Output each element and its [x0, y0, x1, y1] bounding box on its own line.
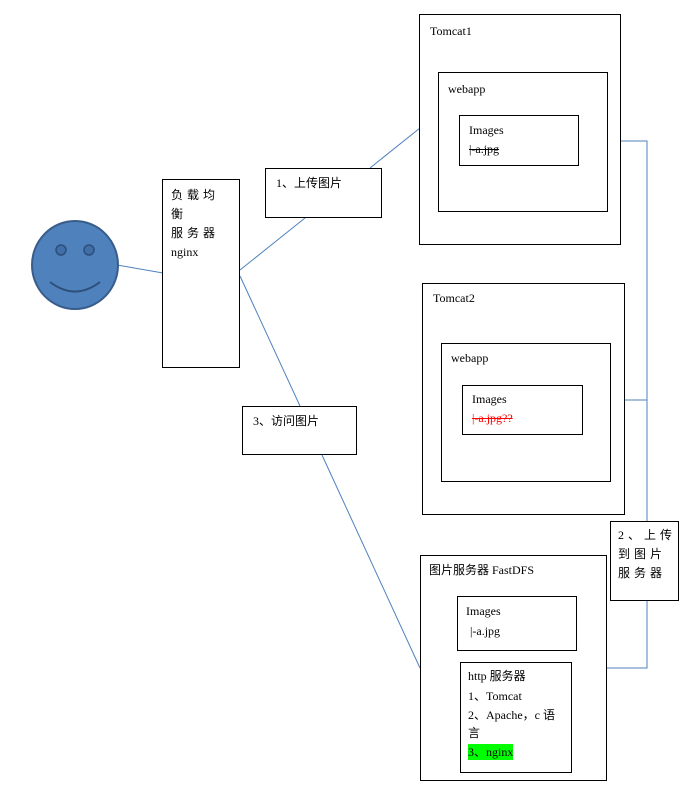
step3-access-box[interactable]: 3、访问图片 — [242, 406, 357, 455]
fastdfs-server-box[interactable]: 图片服务器 FastDFS Images |-a.jpg http 服务器 1、… — [420, 555, 607, 781]
tomcat1-box[interactable]: Tomcat1 webapp Images |-a.jpg — [419, 14, 621, 245]
step2-line1: 2、上传 — [618, 528, 677, 542]
tomcat1-webapp-label: webapp — [448, 82, 486, 96]
step3-label: 3、访问图片 — [253, 414, 320, 428]
fastdfs-title: 图片服务器 FastDFS — [429, 563, 535, 577]
step2-line3: 服务器 — [618, 566, 667, 580]
step2-line2: 到图片 — [618, 547, 667, 561]
step2-label: 2、上传 到图片 服务器 — [618, 526, 678, 583]
fastdfs-images-label: Images — [466, 604, 501, 618]
lb-to-step3-line — [239, 275, 301, 407]
tomcat1-images-label: Images — [469, 123, 504, 137]
fastdfs-images-box[interactable]: Images |-a.jpg — [457, 596, 577, 651]
sync-line-fastdfs — [607, 601, 648, 669]
load-balancer-label: 负载均衡 服务器 nginx — [171, 186, 233, 262]
user-to-lb-line — [116, 264, 164, 274]
step2-upload-box[interactable]: 2、上传 到图片 服务器 — [610, 521, 679, 601]
tomcat1-webapp-box[interactable]: webapp Images |-a.jpg — [438, 72, 608, 212]
fastdfs-file: |-a.jpg — [470, 624, 501, 638]
http-server-title: http 服务器 — [468, 669, 526, 683]
smiley-face-icon — [31, 220, 119, 310]
lb-to-step1-line — [239, 217, 306, 271]
step3-to-fastdfs-line — [321, 454, 421, 669]
tomcat2-box[interactable]: Tomcat2 webapp Images |-a.jpg?? — [422, 283, 625, 515]
step1-label: 1、上传图片 — [276, 176, 343, 190]
step1-to-tomcat1-line — [369, 127, 421, 169]
tomcat2-title: Tomcat2 — [433, 291, 475, 305]
tomcat1-title: Tomcat1 — [430, 24, 472, 38]
load-balancer-line2: 服务器 — [171, 226, 220, 240]
http-item-apache-cont: 言 — [468, 726, 481, 740]
tomcat1-file: |-a.jpg — [469, 142, 500, 156]
http-item-apache: 2、Apache，c 语 — [468, 708, 555, 722]
http-item-nginx: 3、nginx — [468, 744, 514, 760]
tomcat2-images-box[interactable]: Images |-a.jpg?? — [462, 385, 583, 435]
step1-upload-box[interactable]: 1、上传图片 — [265, 168, 382, 218]
tomcat2-webapp-label: webapp — [451, 351, 489, 365]
tomcat2-webapp-box[interactable]: webapp Images |-a.jpg?? — [441, 343, 611, 482]
http-item-tomcat: 1、Tomcat — [468, 689, 522, 703]
http-server-box[interactable]: http 服务器 1、Tomcat 2、Apache，c 语 言 3、nginx — [460, 662, 572, 773]
load-balancer-line3: nginx — [171, 245, 199, 259]
tomcat1-images-box[interactable]: Images |-a.jpg — [459, 115, 579, 166]
tomcat2-file: |-a.jpg?? — [472, 411, 513, 425]
load-balancer-line1: 负载均衡 — [171, 188, 220, 221]
tomcat2-images-label: Images — [472, 392, 507, 406]
load-balancer-box[interactable]: 负载均衡 服务器 nginx — [162, 179, 240, 368]
